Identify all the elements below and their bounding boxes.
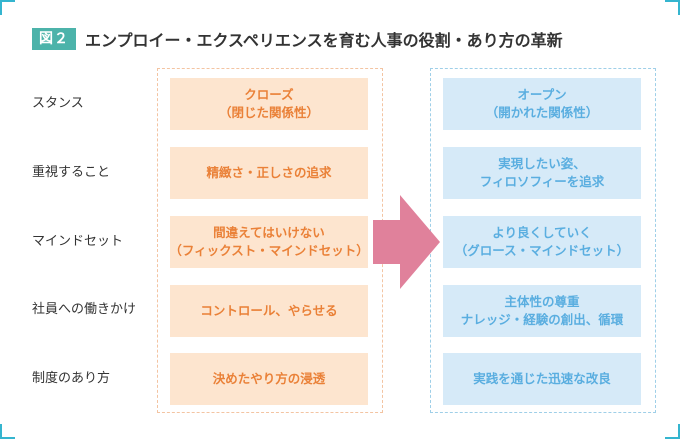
row-label-mindset: マインドセット <box>32 234 124 249</box>
corner-bottom-left-v <box>0 424 2 439</box>
after-line: オープン <box>517 87 567 102</box>
after-box-stance: オープン （開かれた関係性） <box>443 78 641 130</box>
row-label-focus: 重視すること <box>32 165 111 180</box>
arrow-shape <box>373 195 440 289</box>
before-line: （フィックスト・マインドセット） <box>170 243 368 258</box>
after-line: （開かれた関係性） <box>485 105 599 120</box>
after-box-employee-approach: 主体性の尊重 ナレッジ・経験の創出、循環 <box>443 285 641 337</box>
after-line: （グロース・マインドセット） <box>454 243 630 258</box>
after-line: 主体性の尊重 <box>504 294 580 309</box>
after-line: フィロソフィーを追求 <box>479 174 605 189</box>
figure-badge: 図２ <box>32 28 76 50</box>
after-box-focus: 実現したい姿、 フィロソフィーを追求 <box>443 147 641 199</box>
corner-bottom-right <box>665 437 680 439</box>
after-line: 実践を通じた迅速な改良 <box>473 371 611 386</box>
after-line: 実現したい姿、 <box>498 156 586 171</box>
after-line: より良くしていく <box>492 225 592 240</box>
figure-title: エンプロイー・エクスペリエンスを育む人事の役割・あり方の革新 <box>85 31 563 50</box>
after-box-system: 実践を通じた迅速な改良 <box>443 353 641 405</box>
before-box-focus: 精緻さ・正しさの追求 <box>170 147 368 199</box>
corner-top-left-v <box>0 0 2 15</box>
corner-top-left <box>0 0 15 2</box>
title-row: 図２ エンプロイー・エクスペリエンスを育む人事の役割・あり方の革新 <box>32 27 563 51</box>
before-box-employee-approach: コントロール、やらせる <box>170 285 368 337</box>
before-box-stance: クローズ （閉じた関係性） <box>170 78 368 130</box>
after-line: ナレッジ・経験の創出、循環 <box>460 312 624 327</box>
corner-top-right-v <box>678 0 680 15</box>
after-box-mindset: より良くしていく （グロース・マインドセット） <box>443 216 641 268</box>
before-line: 決めたやり方の浸透 <box>212 371 326 386</box>
before-box-system: 決めたやり方の浸透 <box>170 353 368 405</box>
corner-top-right <box>665 0 680 2</box>
corner-bottom-left <box>0 437 15 439</box>
row-label-system: 制度のあり方 <box>32 371 111 386</box>
before-box-mindset: 間違えてはいけない （フィックスト・マインドセット） <box>170 216 368 268</box>
before-line: コントロール、やらせる <box>200 303 338 318</box>
before-line: 精緻さ・正しさの追求 <box>206 165 332 180</box>
before-line: （閉じた関係性） <box>218 105 319 120</box>
row-label-stance: スタンス <box>32 96 84 111</box>
corner-bottom-right-v <box>678 424 680 439</box>
before-line: 間違えてはいけない <box>213 225 325 240</box>
row-label-employee-approach: 社員への働きかけ <box>32 302 137 317</box>
before-line: クローズ <box>244 87 294 102</box>
